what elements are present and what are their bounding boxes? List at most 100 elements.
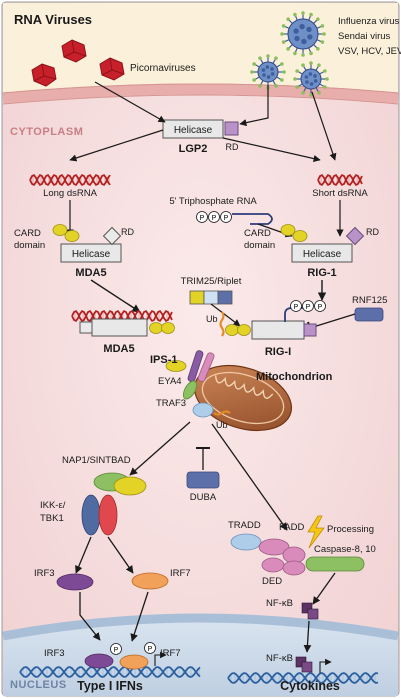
phosphate-icon (144, 642, 156, 654)
phosphate-label: P (224, 215, 229, 222)
arrow-virus-to-short-rna (311, 91, 337, 161)
virus-label-sendai: Sendai virus (338, 31, 391, 42)
rig1-rd-domain (345, 226, 365, 246)
phosphate-label: P (318, 304, 323, 311)
caspase-protein (305, 556, 365, 572)
mda5-name: MDA5 (75, 267, 106, 279)
arrow-lgp2-to-short-rna (222, 137, 321, 163)
rig1-card-domain (280, 224, 296, 236)
mda5-card-label: CARD (14, 228, 41, 239)
arrow-trim25-to-rig-i (210, 303, 241, 327)
phosphate-icon (110, 643, 122, 655)
long-dsrna-helix (29, 173, 111, 187)
ded-domain (282, 560, 306, 576)
nucleus-nfkb-label: NF-κB (266, 653, 293, 664)
eya4-protein (182, 380, 198, 400)
ubiquitin-chain (219, 311, 225, 337)
phosphate-label: P (212, 215, 217, 222)
picornavirus-icon (99, 57, 125, 81)
nucleus-irf3-protein (84, 653, 114, 669)
ub-label-traf3: Ub (216, 420, 228, 430)
tradd-protein (230, 533, 262, 551)
nuclear-envelope (2, 613, 399, 641)
rna-strand (232, 213, 273, 225)
rig-i-active-card (225, 324, 239, 336)
ips1-card-domain (165, 360, 187, 372)
nucleus-label: NUCLEUS (10, 679, 67, 691)
rnf125-label: RNF125 (352, 295, 387, 306)
triphosphate-group: P P P (196, 211, 273, 225)
arrow-irf3-to-nucleus (79, 592, 101, 641)
ded-label: DED (262, 576, 282, 587)
arrow-virus-to-lgp2 (239, 85, 269, 127)
nucleus-irf7-protein (119, 654, 149, 670)
trim25-label: TRIM25/Riplet (181, 276, 242, 287)
irf7-label: IRF7 (170, 568, 191, 579)
picornavirus-icon (31, 63, 57, 87)
lgp2-helicase-label: Helicase (174, 125, 213, 136)
plasma-membrane (2, 83, 399, 104)
processing-label: Processing (327, 524, 374, 535)
mda5-helicase-label: Helicase (72, 249, 111, 260)
short-dsrna-helix (317, 173, 363, 187)
traf3-ubiquitin (213, 410, 231, 416)
trim25-domain-yellow (189, 290, 205, 305)
nfkb-protein (307, 608, 319, 620)
arrow-picorna-to-lgp2 (94, 81, 166, 123)
traf3-label: TRAF3 (156, 398, 186, 409)
phosphate-label: P (114, 647, 119, 654)
mda5-card-domain (64, 230, 80, 242)
picornavirus-label: Picornaviruses (130, 63, 196, 74)
trim25-domain-blue (217, 290, 233, 305)
lightning-bolt-icon (307, 515, 325, 549)
cytokines-label: Cytokines (280, 679, 340, 693)
duba-label: DUBA (190, 492, 217, 503)
arrow-ips1-to-nap1 (129, 421, 191, 476)
fadd-label: FADD (279, 522, 304, 533)
irf3-protein (56, 573, 94, 591)
lgp2-rd-domain (224, 121, 239, 136)
rig1-helicase-label: Helicase (303, 249, 342, 260)
ips1-label: IPS-1 (150, 354, 178, 366)
nap1-label: NAP1/SINTBAD (62, 455, 131, 466)
arrow-mda5-to-active (90, 279, 141, 313)
tradd-partner-protein (258, 538, 290, 556)
rig-i-triphosphate: P P P (290, 300, 326, 312)
rig1-domain-label: domain (244, 240, 275, 251)
traf3-protein (192, 402, 214, 418)
ded-domain (261, 557, 285, 573)
rig-i-active-name: RIG-I (265, 346, 291, 358)
virus-icon (293, 61, 329, 97)
transcription-start-arrow (319, 658, 332, 673)
trim25-domain-lightblue (203, 290, 219, 305)
arrow-ikk-to-irf3 (75, 536, 92, 574)
mda5-active-helicase (91, 318, 148, 337)
ips1-protein (187, 350, 204, 383)
irf7-protein (131, 572, 169, 590)
transcription-start-arrow (154, 651, 167, 666)
rig1-helicase-box (291, 243, 353, 263)
nucleus-nfkb-protein (301, 661, 313, 673)
rig1-name: RIG-1 (307, 267, 336, 279)
rnf125-protein (354, 307, 384, 322)
mda5-active-rd (79, 321, 93, 334)
membrane-edge-outer (2, 83, 399, 94)
phosphate-label: P (148, 646, 153, 653)
rig-i-active-rd (303, 323, 317, 337)
irf3-label: IRF3 (34, 568, 55, 579)
mda5-active-card (149, 322, 163, 334)
tbk1-label: TBK1 (40, 513, 64, 524)
arrow-nfkb-to-nucleus (303, 620, 312, 653)
nucleus-irf7-label: IRF7 (160, 648, 181, 659)
mda5-active-card (161, 322, 175, 334)
tbk1-protein (98, 494, 118, 536)
influenza-virus-icon (280, 11, 326, 57)
phosphate-label: P (306, 304, 311, 311)
dna-helix-cytokines (227, 672, 379, 684)
mda5-rd-label: RD (121, 227, 134, 237)
rig1-rd-label: RD (366, 227, 379, 237)
ub-label-rig: Ub (206, 314, 218, 324)
